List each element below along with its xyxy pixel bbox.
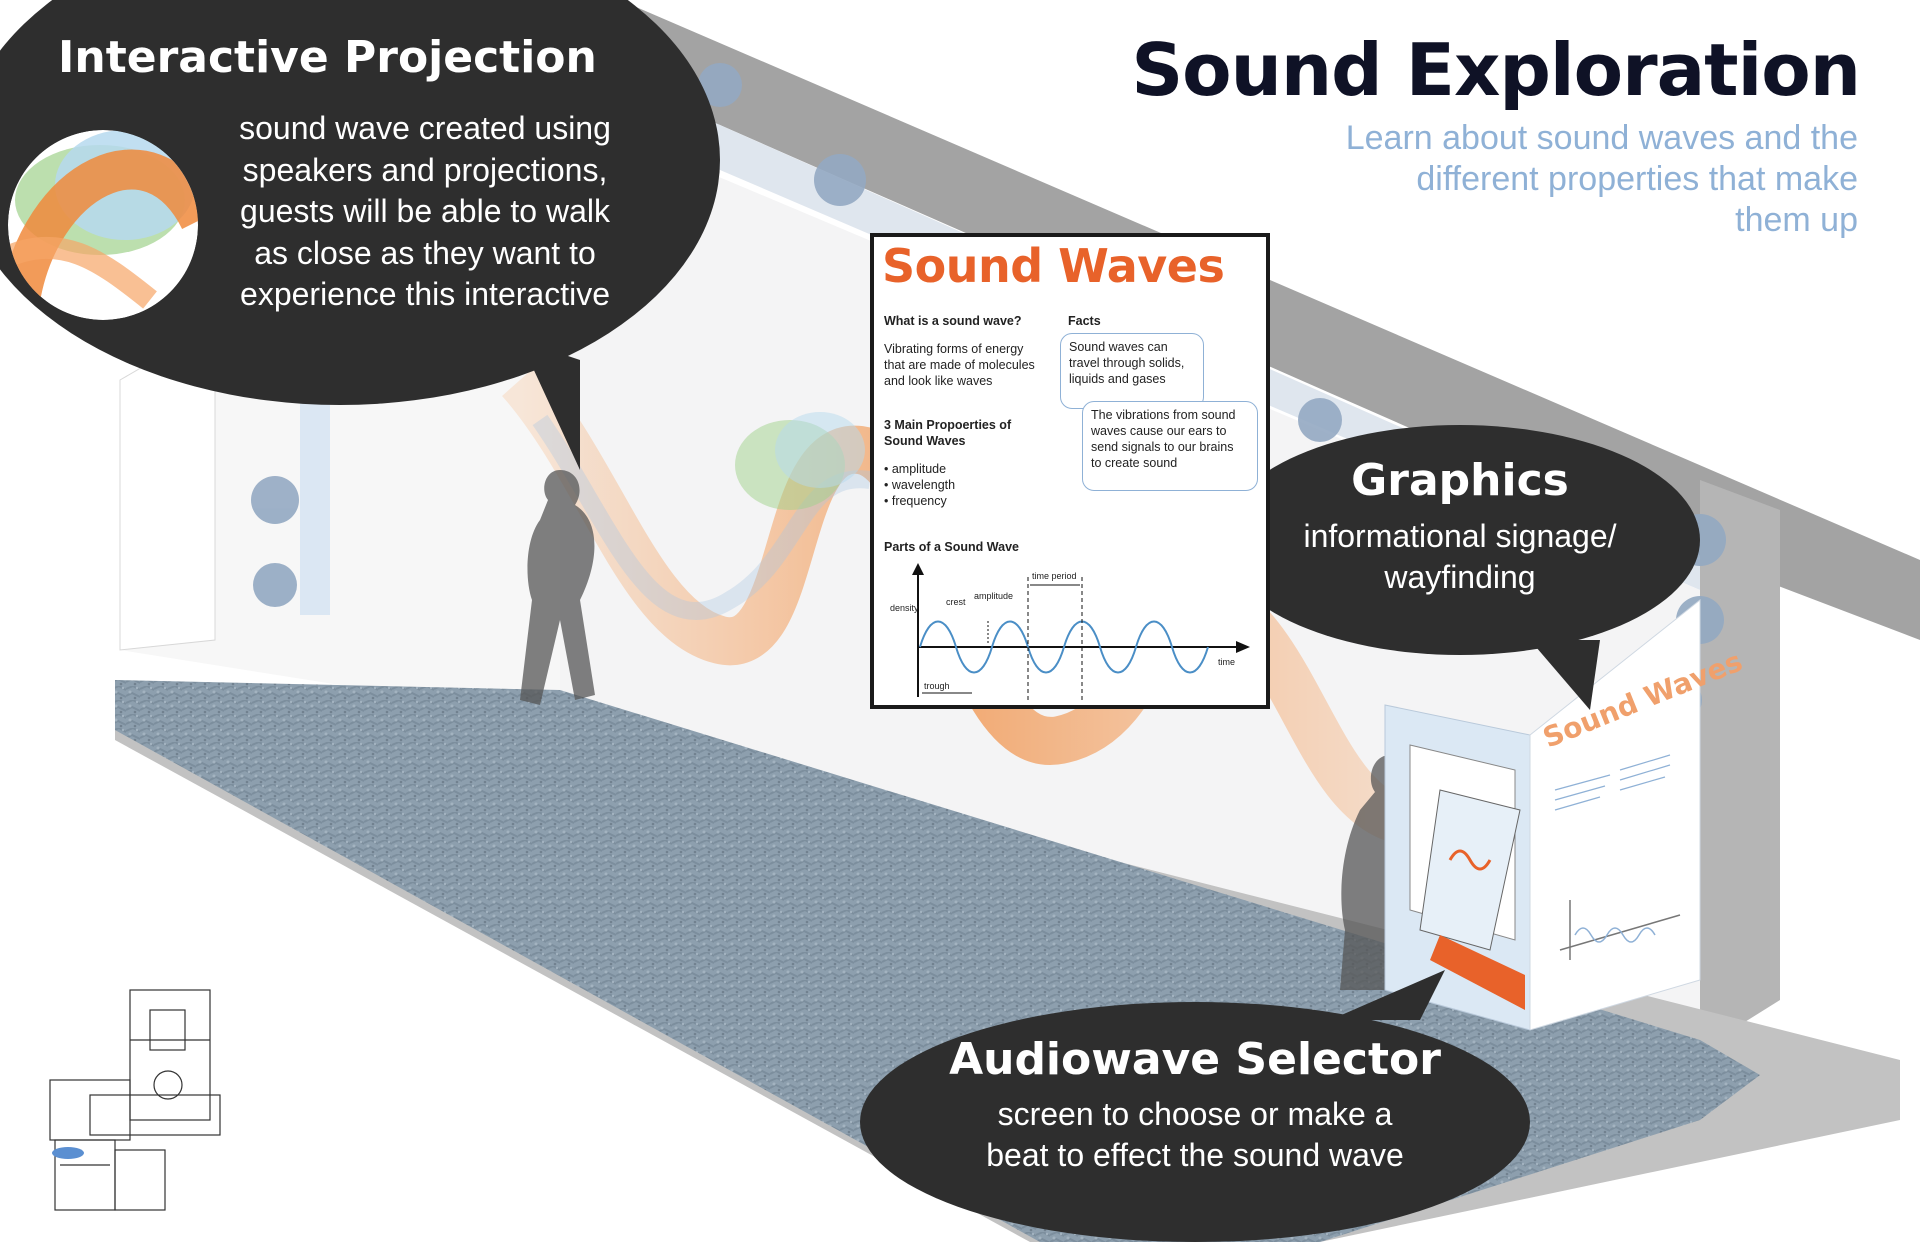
poster-answer-line: and look like waves	[884, 374, 993, 388]
poster-properties-list: • amplitude • wavelength • frequency	[884, 461, 955, 509]
diagram-label-crest: crest	[946, 597, 966, 607]
poster-fact-line: to create sound	[1091, 456, 1178, 470]
graphics-callout-title: Graphics	[1351, 455, 1569, 506]
floor-plan-map	[49, 989, 221, 1211]
poster-fact-line: liquids and gases	[1069, 372, 1166, 386]
poster-properties-heading-line: Sound Waves	[884, 434, 966, 448]
projection-line: sound wave created using	[239, 110, 611, 146]
graphics-callout-body: informational signage/ wayfinding	[1240, 516, 1680, 598]
floor-plan-highlight	[52, 1147, 84, 1159]
projection-line: speakers and projections,	[242, 151, 608, 188]
poster-properties-heading: 3 Main Propoerties of Sound Waves	[884, 417, 1011, 449]
diagram-label-amplitude: amplitude	[974, 591, 1013, 601]
diagram-label-trough: trough	[924, 681, 950, 691]
poster-property-item: • frequency	[884, 494, 947, 508]
poster-fact-line: waves cause our ears to	[1091, 424, 1227, 438]
projection-callout-title: Interactive Projection	[58, 32, 597, 83]
selector-line: screen to choose or make a	[997, 1096, 1393, 1132]
visitor-silhouette-left	[520, 470, 595, 705]
projection-line: guests will be able to walk	[240, 193, 610, 229]
diagram-label-time-period: time period	[1032, 571, 1077, 581]
graphics-line: informational signage/	[1303, 518, 1617, 554]
page-title: Sound Exploration	[1131, 28, 1861, 112]
poster-question-heading: What is a sound wave?	[884, 314, 1022, 328]
diagram-label-time: time	[1218, 657, 1235, 667]
poster-property-item: • wavelength	[884, 478, 956, 492]
graphics-line: wayfinding	[1384, 559, 1536, 595]
projection-line: as close as they want to	[254, 234, 596, 271]
projection-callout: Interactive Projection	[40, 28, 640, 88]
selector-callout: Audiowave Selector screen to choose or m…	[900, 1030, 1490, 1176]
diagram-label-density: density	[890, 603, 919, 613]
projection-line: experience this interactive	[240, 276, 610, 312]
page-subtitle: Learn about sound waves and the differen…	[1345, 119, 1858, 239]
poster-title: Sound Waves	[882, 239, 1225, 293]
graphics-callout: Graphics informational signage/ wayfindi…	[1240, 452, 1680, 598]
poster-fact-line: Sound waves can	[1069, 340, 1168, 354]
poster-fact-line: The vibrations from sound	[1091, 408, 1236, 422]
poster-property-item: • amplitude	[884, 462, 947, 476]
poster-answer-line: Vibrating forms of energy	[884, 342, 1024, 356]
selector-line: beat to effect the sound wave	[986, 1137, 1404, 1173]
poster-fact-line: send signals to our brains	[1091, 440, 1234, 454]
poster-question-answer: Vibrating forms of energy that are made …	[884, 341, 1035, 389]
poster-fact-1: Sound waves can travel through solids, l…	[1060, 333, 1204, 409]
projection-thumbnail	[8, 130, 198, 320]
selector-callout-body: screen to choose or make a beat to effec…	[900, 1094, 1490, 1176]
right-wall	[1700, 480, 1780, 1050]
poster-parts-heading: Parts of a Sound Wave	[884, 540, 1019, 554]
poster-properties-heading-line: 3 Main Propoerties of	[884, 418, 1012, 432]
sound-wave-diagram: density crest amplitude time period trou…	[890, 563, 1250, 703]
poster-fact-2: The vibrations from sound waves cause ou…	[1082, 401, 1258, 491]
bubble-graphics	[1220, 425, 1700, 710]
poster-facts-heading: Facts	[1068, 314, 1101, 328]
selector-callout-title: Audiowave Selector	[949, 1034, 1441, 1085]
poster-fact-line: travel through solids,	[1069, 356, 1185, 370]
projection-callout-body: sound wave created using speakers and pr…	[205, 108, 645, 316]
bubble-audiowave-selector	[860, 970, 1530, 1242]
poster-answer-line: that are made of molecules	[884, 358, 1035, 372]
sound-waves-poster: Sound Waves What is a sound wave? Vibrat…	[870, 233, 1270, 709]
bubble-interactive-projection	[0, 0, 720, 470]
